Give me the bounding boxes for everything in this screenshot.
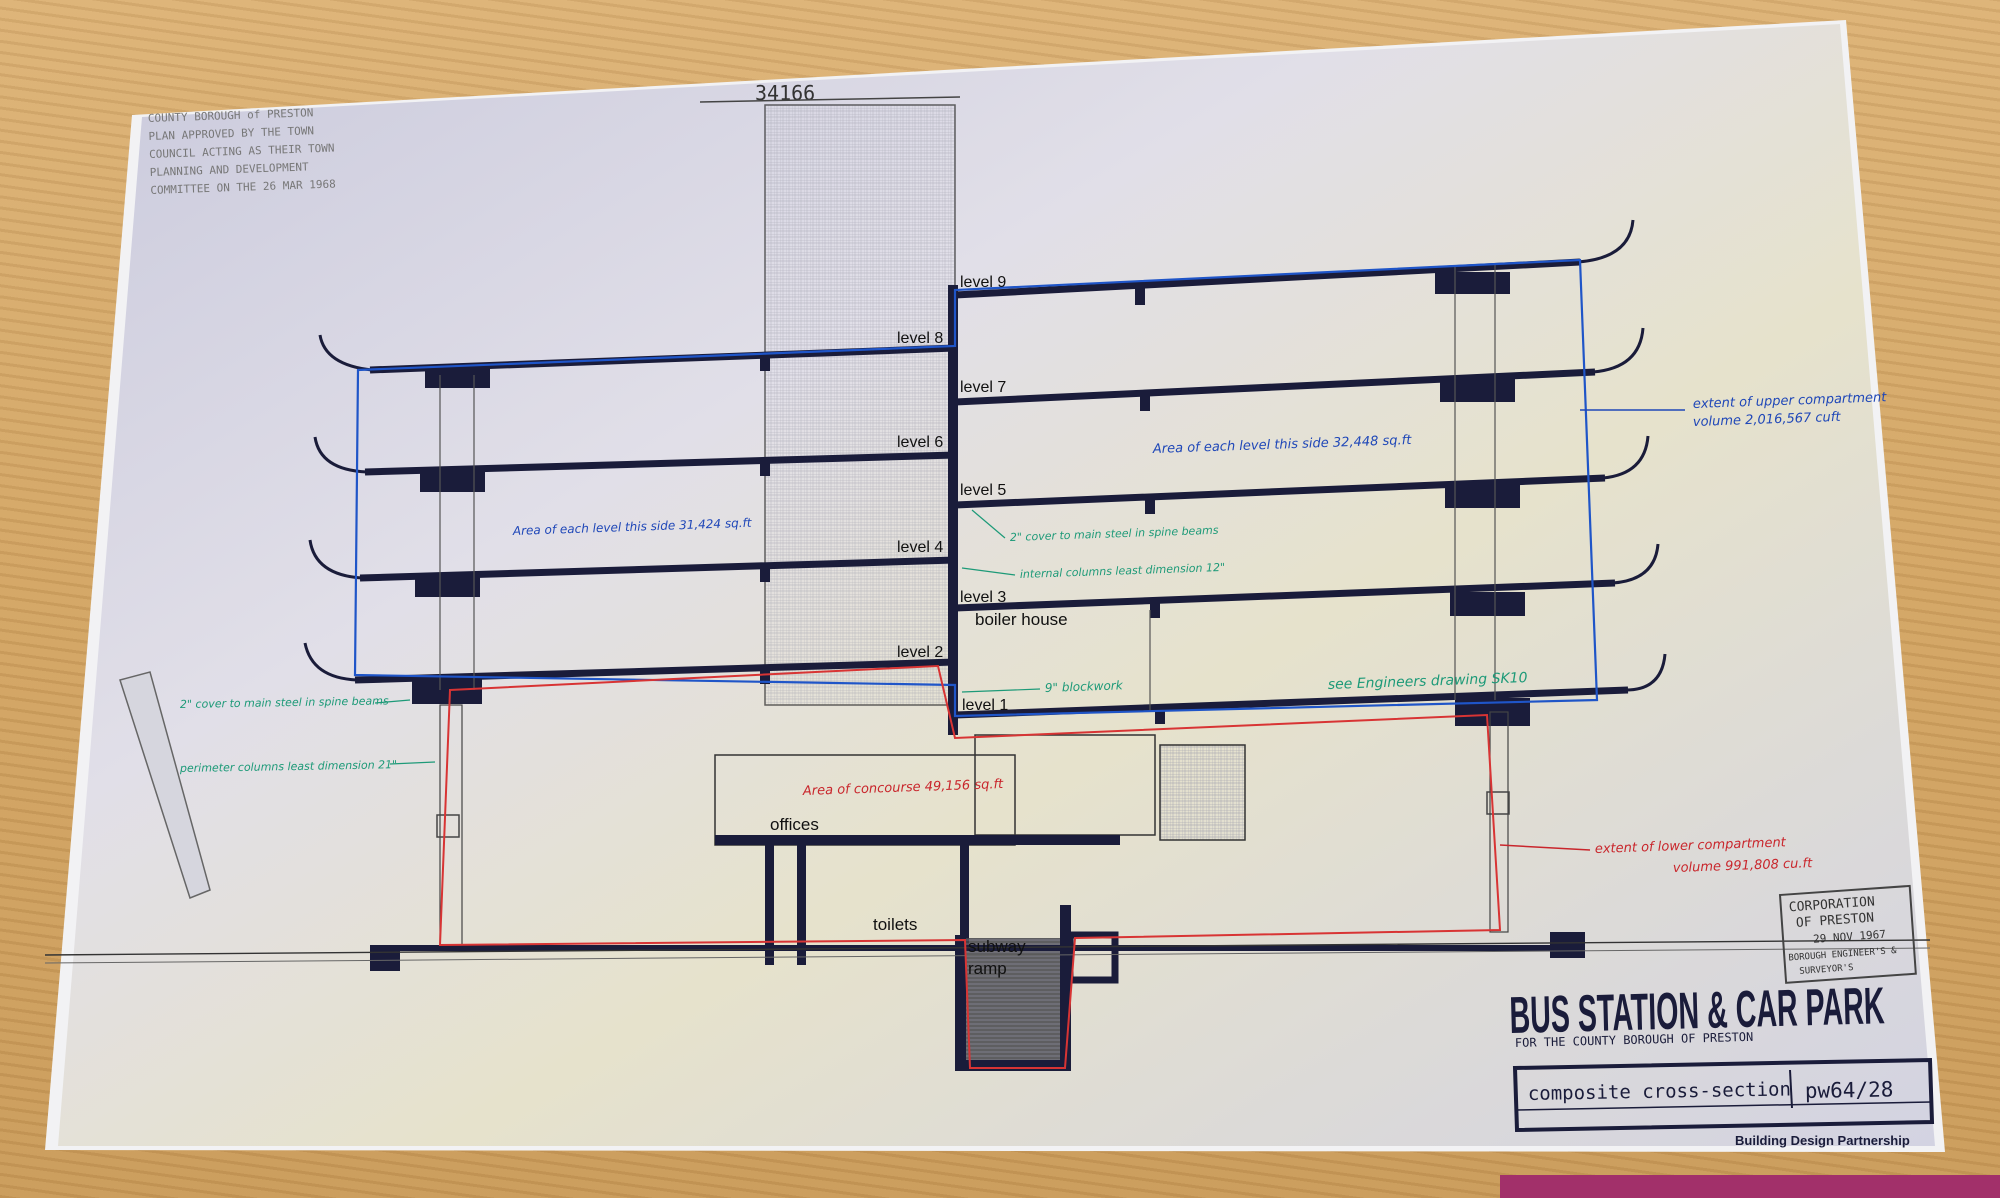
level-6-label: level 6 bbox=[897, 434, 943, 451]
boiler-house-label: boiler house bbox=[975, 610, 1068, 629]
level-3-label: level 3 bbox=[960, 589, 1006, 606]
planning-approval-stamp: COUNTY BOROUGH of PRESTON PLAN APPROVED … bbox=[148, 106, 336, 197]
subway-label: subway bbox=[968, 937, 1026, 956]
blue-annotations: Area of each level this side 32,448 sq.f… bbox=[512, 390, 1888, 538]
right-cantilever-edges bbox=[1577, 219, 1667, 692]
subtitle: FOR THE COUNTY BOROUGH OF PRESTON bbox=[1515, 1030, 1754, 1050]
level-2-label: level 2 bbox=[897, 644, 943, 661]
blockwork-annotation: 9" blockwork bbox=[1045, 678, 1124, 695]
right-decks bbox=[954, 258, 1629, 719]
firm-name: Building Design Partnership bbox=[1735, 1133, 1910, 1148]
cover-beams-left-annotation: 2" cover to main steel in spine beams bbox=[180, 694, 389, 711]
perimeter-columns-annotation: perimeter columns least dimension 21" bbox=[179, 758, 397, 775]
lower-compartment-outline bbox=[438, 664, 1502, 1069]
approval-line-1: COUNTY BOROUGH of PRESTON bbox=[148, 106, 314, 125]
room-labels: boiler house offices toilets subway ramp bbox=[770, 610, 1068, 978]
toilets-label: toilets bbox=[873, 915, 917, 934]
central-wall bbox=[948, 285, 958, 735]
approval-line-2: PLAN APPROVED BY THE TOWN bbox=[148, 124, 314, 143]
sheet-title: composite cross-section bbox=[1528, 1078, 1791, 1105]
stair-core bbox=[764, 104, 956, 706]
upper-compartment-volume: volume 2,016,567 cuft bbox=[1693, 410, 1842, 430]
engineer-drawing-annotation: see Engineers drawing SK10 bbox=[1328, 670, 1528, 693]
sheet-number: pw64/28 bbox=[1805, 1077, 1894, 1103]
level-5-label: level 5 bbox=[960, 482, 1006, 499]
title-block: BUS STATION & CAR PARK FOR THE COUNTY BO… bbox=[1509, 977, 1935, 1148]
columns bbox=[439, 265, 1496, 710]
main-title: BUS STATION & CAR PARK bbox=[1509, 977, 1886, 1045]
level-8-label: level 8 bbox=[897, 330, 943, 347]
approval-line-3: COUNCIL ACTING AS THEIR TOWN bbox=[149, 142, 335, 161]
level-7-label: level 7 bbox=[960, 379, 1006, 396]
concourse-annotation: Area of concourse 49,156 sq.ft bbox=[802, 777, 1005, 799]
ground-floor-structure bbox=[44, 704, 1931, 1071]
stamp-line-1: CORPORATION bbox=[1788, 894, 1875, 915]
stamp-line-2: OF PRESTON bbox=[1796, 911, 1875, 931]
stamp-line-5: SURVEYOR'S bbox=[1799, 963, 1854, 977]
level-1-label: level 1 bbox=[962, 697, 1008, 714]
upper-compartment-label: extent of upper compartment bbox=[1693, 390, 1888, 412]
pink-object-edge bbox=[1500, 1175, 2000, 1198]
stamp-line-3: 29 NOV 1967 bbox=[1813, 928, 1887, 946]
ramp-label: ramp bbox=[968, 959, 1007, 978]
lower-compartment-label: extent of lower compartment bbox=[1595, 835, 1787, 857]
wall-fragment-sketch bbox=[119, 671, 211, 899]
level-labels: level 9 level 8 level 7 level 6 level 5 … bbox=[897, 274, 1008, 714]
left-beam-drops bbox=[412, 355, 770, 704]
upper-compartment-outline bbox=[353, 258, 1599, 718]
level-9-label: level 9 bbox=[960, 274, 1006, 291]
top-rule bbox=[699, 96, 961, 103]
lower-compartment-volume: volume 991,808 cu.ft bbox=[1673, 856, 1814, 876]
level-4-label: level 4 bbox=[897, 539, 943, 556]
approval-line-4: PLANNING AND DEVELOPMENT bbox=[150, 160, 310, 179]
approval-line-5: COMMITTEE ON THE 26 MAR 1968 bbox=[150, 177, 336, 196]
corporation-stamp: CORPORATION OF PRESTON 29 NOV 1967 BOROU… bbox=[1778, 884, 1917, 984]
paper-sheet bbox=[58, 24, 1935, 1146]
offices-label: offices bbox=[770, 815, 819, 834]
red-annotations: Area of concourse 49,156 sq.ft extent of… bbox=[802, 777, 1814, 876]
